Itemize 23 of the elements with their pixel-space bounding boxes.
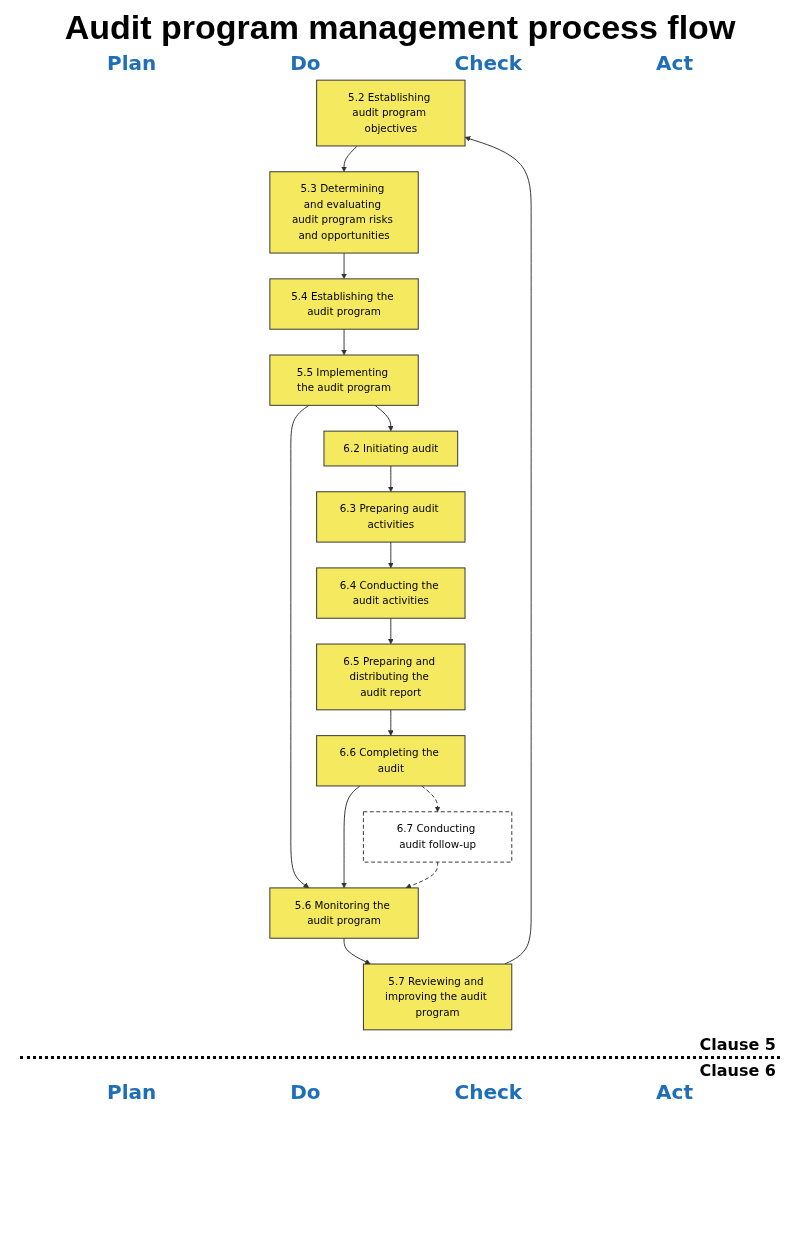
node-box: 6.7 Conducting audit follow-up	[362, 811, 512, 863]
diagram-title: Audit program management process flow	[63, 8, 737, 47]
node-box: 5.3 Determining and evaluating audit program risks and opportunities	[268, 171, 419, 254]
phase-label: Do	[290, 1080, 321, 1104]
phase-label: Do	[290, 51, 321, 75]
node-box: 6.4 Conducting the audit activities	[315, 567, 465, 619]
node-box: 6.5 Preparing and distributing the audit report	[315, 643, 465, 711]
phase-label: Check	[454, 51, 523, 75]
phase-label: Act	[656, 1080, 693, 1104]
node-box: 5.5 Implementing the audit program	[268, 354, 419, 406]
phase-label: Act	[656, 51, 693, 75]
node-box: 6.3 Preparing audit activities	[315, 491, 465, 543]
node-box: 6.6 Completing the audit	[315, 735, 465, 787]
node-box: 5.7 Reviewing and improving the audit program	[362, 963, 512, 1031]
node-box: 5.2 Establishing audit program objectives	[315, 79, 465, 147]
phase-label: Plan	[106, 1080, 157, 1104]
node-box: 5.4 Establishing the audit program	[268, 278, 419, 330]
phase-label: Plan	[106, 51, 157, 75]
phase-label: Check	[454, 1080, 523, 1104]
clause-label: Clause 5	[699, 1035, 776, 1054]
node-box: 6.2 Initiating audit	[322, 430, 458, 467]
node-box: 5.6 Monitoring the audit program	[268, 887, 419, 939]
clause-label: Clause 6	[699, 1061, 776, 1080]
